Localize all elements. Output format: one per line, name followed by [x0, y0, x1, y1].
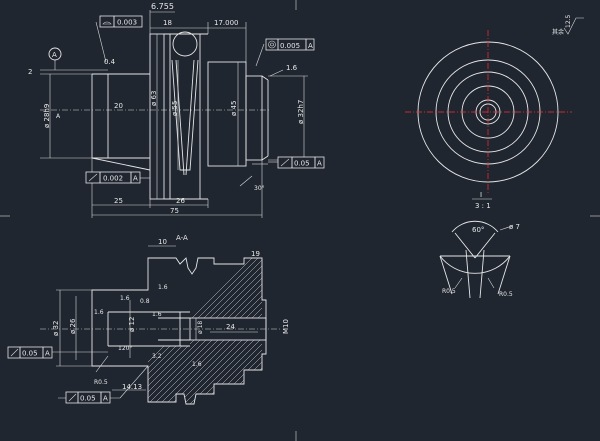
- hatch-line: [219, 258, 262, 404]
- dim-30deg: 30°: [254, 185, 265, 192]
- dim-45: ø 45: [230, 101, 238, 116]
- hatch-line: [334, 250, 494, 410]
- roughness-note: 其余 12.5: [552, 14, 584, 36]
- roughness-1-6-e: 1.6: [120, 295, 130, 302]
- tolerance-frame-runout-right: 0.05 A: [277, 156, 325, 169]
- hatch-line: [316, 250, 476, 410]
- dim-r05-left: R0.5: [442, 288, 456, 295]
- section-aa: [40, 245, 494, 410]
- hatch-line: [328, 250, 488, 410]
- tolerance-frame-concentricity: 0.005 A: [265, 38, 315, 51]
- svg-text:0.05: 0.05: [80, 395, 96, 403]
- dim-6755: 6.755: [151, 2, 174, 11]
- hatch-line: [298, 250, 458, 410]
- hatch-line: [274, 250, 434, 410]
- dim-25: 25: [114, 197, 123, 205]
- hatch-line: [292, 250, 452, 410]
- svg-text:12.5: 12.5: [565, 14, 572, 28]
- hatch-line: [189, 258, 262, 404]
- dim-04: 0.4: [104, 58, 116, 66]
- hatch-line: [207, 258, 262, 404]
- roughness-1-6-f: 1.6: [192, 361, 202, 368]
- datum-a-label: A: [56, 113, 61, 120]
- hatch-line: [201, 258, 262, 404]
- svg-text:0.05: 0.05: [22, 350, 38, 358]
- dim-75: 75: [170, 207, 179, 215]
- roughness-1-6-c: 1.6: [152, 311, 162, 318]
- dim-r05-section: R0.5: [94, 379, 108, 386]
- dim-m10: M10: [282, 319, 290, 334]
- dim-12-section: ø 12: [128, 317, 136, 332]
- roughness-1-6-b: 1.6: [94, 309, 104, 316]
- hatch-line: [195, 258, 262, 404]
- end-view: [405, 30, 572, 200]
- hatch-line: [322, 250, 482, 410]
- dim-7: ø 7: [509, 223, 520, 231]
- svg-text:A: A: [133, 175, 138, 183]
- roughness-1-6-d: 1.6: [158, 284, 168, 291]
- svg-text:0.003: 0.003: [117, 19, 137, 27]
- svg-text:0.05: 0.05: [294, 160, 310, 168]
- dim-1413: 14.13: [122, 383, 142, 391]
- hatch-line: [268, 250, 428, 410]
- view-scale: 3 : 1: [475, 202, 491, 210]
- svg-text:0.002: 0.002: [103, 175, 123, 183]
- svg-text:A: A: [317, 160, 322, 168]
- tolerance-frame-section-bottom: 0.05 A: [65, 391, 111, 404]
- hatch-line: [231, 258, 262, 404]
- dim-r05-right: R0.5: [499, 291, 513, 298]
- tolerance-frame-flatness: 0.003: [99, 15, 143, 28]
- dim-24: 24: [226, 323, 235, 331]
- roughness-1-6-a: 1.6: [286, 64, 298, 72]
- hatch-line: [148, 258, 262, 404]
- dim-20: 20: [114, 102, 123, 110]
- dim-28h9: ø 28h9: [43, 104, 51, 128]
- dim-18-section: ø 18: [197, 321, 204, 334]
- svg-text:其余: 其余: [552, 28, 564, 36]
- dim-17000: 17.000: [214, 19, 239, 27]
- hatch-line: [243, 258, 262, 404]
- svg-text:A: A: [308, 42, 313, 50]
- hatch-line: [255, 258, 262, 404]
- dim-55: ø 55: [171, 101, 179, 116]
- svg-text:0.005: 0.005: [280, 42, 300, 50]
- main-section-view: [40, 10, 308, 218]
- dim-60deg: 60°: [472, 226, 484, 234]
- section-label-aa: A-A: [176, 234, 188, 242]
- hatch-line: [159, 258, 262, 404]
- roughness-3-2: 3.2: [152, 353, 162, 360]
- hatch-line: [213, 258, 262, 404]
- tolerance-frame-runout-left: 0.002 A: [85, 171, 141, 184]
- hatch-line: [183, 258, 262, 404]
- dim-63: ø 63: [150, 91, 158, 106]
- hatch-line: [249, 258, 262, 404]
- datum-a-circle-label: A: [52, 51, 57, 59]
- tolerance-frame-section-left: 0.05 A: [7, 346, 53, 359]
- dim-32-section: ø 32: [52, 321, 60, 336]
- hatch-line: [280, 250, 440, 410]
- hatch-line: [286, 250, 446, 410]
- view-label-i: I: [480, 191, 482, 199]
- hatch-line: [304, 250, 464, 410]
- svg-text:A: A: [103, 395, 108, 403]
- dim-18: 18: [163, 19, 172, 27]
- roughness-0-8: 0.8: [140, 298, 150, 305]
- dim-120deg: 120°: [118, 345, 132, 352]
- dim-32h7: ø 32h7: [297, 100, 305, 124]
- hatch-line: [148, 258, 262, 404]
- dim-19: 19: [251, 250, 260, 258]
- dim-26-section: ø 26: [69, 318, 77, 334]
- svg-text:A: A: [45, 350, 50, 358]
- dim-26: 26: [176, 197, 185, 205]
- section-hatching: [148, 250, 494, 410]
- dim-10-top: 10: [158, 238, 167, 246]
- hatch-line: [225, 258, 262, 404]
- dim-2: 2: [28, 68, 32, 76]
- detail-view: [439, 220, 513, 299]
